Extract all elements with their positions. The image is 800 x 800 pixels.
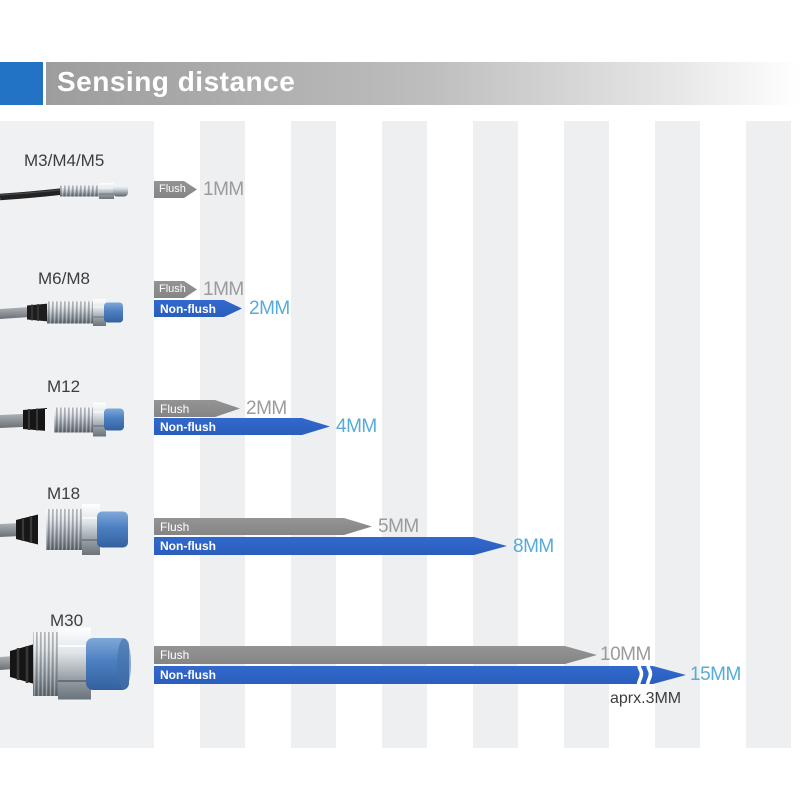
flush-bar-m18: Flush (154, 518, 372, 535)
non-flush-bar-m18: Non-flush (154, 537, 507, 555)
flush-value-m18: 5MM (378, 516, 419, 537)
row-label-m3-m4-m5: M3/M4/M5 (24, 151, 105, 170)
flush-bar-label: Flush (159, 183, 186, 195)
flush-bar-label: Flush (160, 648, 190, 662)
flush-bar-m30: Flush (154, 646, 597, 664)
non-flush-bar-m6-m8: Non-flush (154, 300, 242, 317)
m30-sensor-image (0, 627, 131, 700)
flush-bar-label: Flush (159, 283, 186, 295)
flush-value-m3-m4-m5: 1MM (203, 179, 244, 200)
m3-m4-m5-sensor-image (0, 183, 128, 201)
non-flush-bar-label: Non-flush (160, 419, 216, 434)
row-label-m6-m8: M6/M8 (38, 269, 90, 288)
non-flush-value-m6-m8: 2MM (249, 298, 290, 319)
flush-bar-m6-m8: Flush (154, 281, 197, 298)
non-flush-bar-label: Non-flush (160, 301, 216, 316)
non-flush-bar-m30: Non-flush (154, 666, 686, 684)
flush-value-m6-m8: 1MM (203, 279, 244, 300)
non-flush-value-m30: 15MM (690, 664, 741, 685)
row-label-m18: M18 (47, 484, 81, 503)
row-label-m12: M12 (47, 377, 81, 396)
non-flush-bar-label: Non-flush (160, 539, 216, 553)
m6-m8-sensor-image (0, 299, 123, 326)
approx-note: aprx.3MM (610, 690, 682, 707)
non-flush-bar-m12: Non-flush (154, 418, 330, 435)
non-flush-value-m12: 4MM (336, 416, 377, 437)
non-flush-value-m18: 8MM (513, 536, 554, 557)
page-title: Sensing distance (57, 66, 296, 97)
m18-sensor-image (0, 504, 128, 555)
axis-break-icon (636, 660, 653, 690)
row-label-m30: M30 (50, 611, 84, 630)
flush-bar-m12: Flush (154, 400, 240, 417)
flush-value-m30: 10MM (600, 644, 651, 665)
title-bar: Sensing distance (46, 62, 800, 105)
flush-bar-label: Flush (160, 401, 190, 416)
non-flush-bar-label: Non-flush (160, 668, 216, 682)
flush-value-m12: 2MM (246, 398, 287, 419)
flush-bar-m3-m4-m5: Flush (154, 181, 197, 198)
title-accent-square (0, 62, 43, 105)
flush-bar-label: Flush (160, 519, 190, 534)
m12-sensor-image (0, 402, 124, 437)
